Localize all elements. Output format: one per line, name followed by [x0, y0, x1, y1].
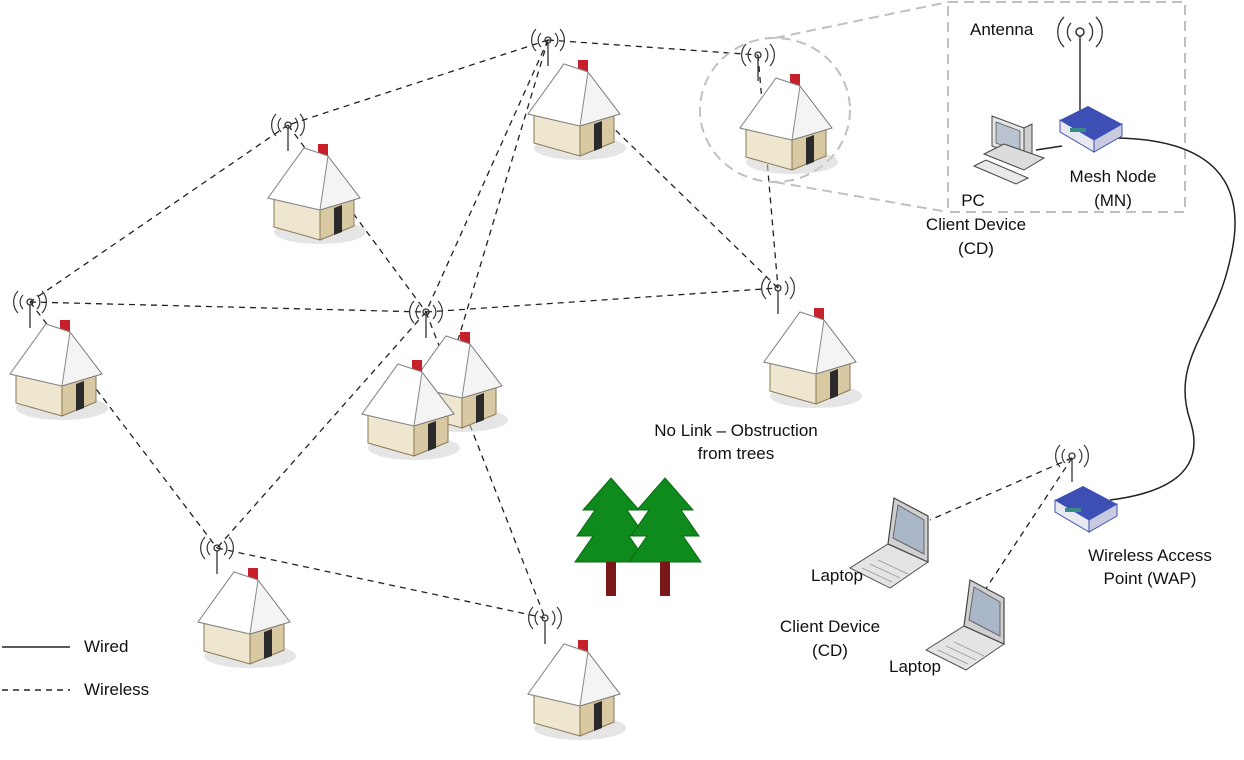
no-link-label-line2: from trees	[697, 444, 775, 463]
zoom-box	[947, 1, 1186, 213]
link-wap-laptop1	[929, 457, 1073, 521]
mesh-node-abbr: (MN)	[1094, 191, 1132, 210]
mesh-node-router-icon	[1059, 105, 1123, 153]
link-n1-n2	[547, 39, 759, 56]
link-n5-n7	[216, 311, 427, 549]
house-2	[739, 73, 839, 175]
antenna-icon	[740, 43, 776, 82]
wap-label: Wireless Access	[1088, 546, 1212, 565]
zoom-line-bottom	[774, 181, 949, 213]
zoom-callout	[699, 1, 1186, 213]
antenna-icon	[12, 290, 48, 329]
link-n5-n6	[425, 287, 779, 313]
wap-label-line2: Point (WAP)	[1103, 569, 1197, 588]
house-8	[197, 567, 297, 669]
mesh-node-label: Mesh Node	[1069, 167, 1157, 186]
house-4	[9, 319, 109, 421]
link-n4-n5	[29, 301, 427, 313]
client-device-abbr: (CD)	[958, 239, 994, 258]
link-n1-n6	[599, 114, 779, 289]
link-n4-n7	[29, 301, 218, 549]
link-n1-n3	[287, 39, 549, 126]
house-1	[527, 59, 627, 161]
house-7	[763, 307, 863, 409]
link-wap-laptop2	[984, 457, 1073, 591]
antenna-icon	[527, 606, 563, 645]
house-9	[527, 639, 627, 741]
laptop-label: Laptop	[811, 566, 863, 585]
callout-antenna-icon	[1057, 16, 1103, 112]
no-link-label: No Link – Obstruction	[654, 421, 818, 440]
antenna-label: Antenna	[970, 20, 1034, 39]
link-n1-n5	[425, 39, 549, 313]
wired-links	[1035, 137, 1236, 501]
antenna-icon	[199, 536, 235, 575]
antenna-icon	[760, 276, 796, 315]
pc-label: PC	[961, 191, 985, 210]
antenna-icon	[408, 300, 444, 339]
laptop-label: Laptop	[889, 657, 941, 676]
tree-icon	[574, 477, 648, 597]
house-3	[267, 143, 367, 245]
tree-icon	[628, 477, 702, 597]
link-n7-n8	[216, 547, 546, 619]
pc-icon	[973, 115, 1045, 185]
zoom-line-top	[774, 1, 949, 39]
wired-cable-pc-mn	[1035, 145, 1063, 151]
wired-cable-mn-wap	[1109, 137, 1236, 501]
legend-wired-label: Wired	[84, 637, 129, 656]
client-device-label: Client Device	[925, 215, 1027, 234]
legend-wireless-label: Wireless	[84, 680, 150, 699]
legend	[2, 646, 70, 691]
link-n2-n6	[757, 54, 779, 289]
link-n3-n4	[29, 124, 289, 303]
antenna-icon	[530, 28, 566, 67]
wap-router-icon	[1054, 485, 1118, 533]
laptop-client-device-label: Client Device	[779, 617, 881, 636]
laptop-client-device-abbr: (CD)	[812, 641, 848, 660]
